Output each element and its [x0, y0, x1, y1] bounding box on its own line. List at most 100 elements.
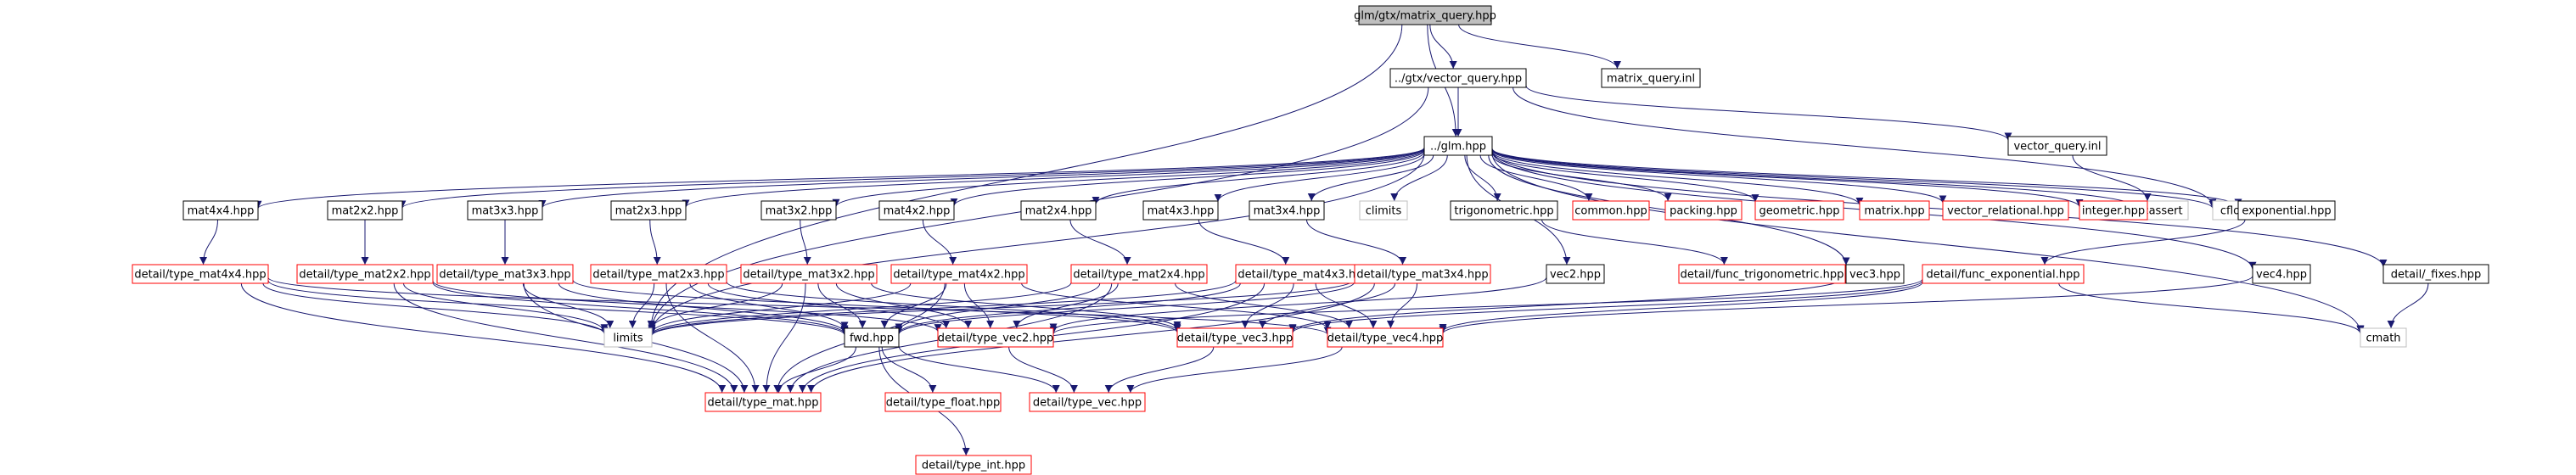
node-mat4x3-hpp[interactable]: mat4x3.hpp — [1142, 200, 1219, 221]
edge-glm_hpp-to-mat2x2_hpp — [398, 147, 1425, 209]
node-vec3-hpp[interactable]: vec3.hpp — [1845, 264, 1905, 284]
node-type-mat4x3[interactable]: detail/type_mat4x3.hpp — [1235, 264, 1372, 284]
node-label-mat3x4-hpp: mat3x4.hpp — [1254, 205, 1321, 218]
node-geometric-hpp[interactable]: geometric.hpp — [1754, 200, 1844, 221]
node-matrix-hpp[interactable]: matrix.hpp — [1859, 200, 1930, 221]
node-integer-hpp[interactable]: integer.hpp — [2079, 200, 2148, 221]
edge-glm_hpp-to-cfloat — [1491, 148, 2217, 210]
node-box-type-mat4x4 — [132, 264, 269, 284]
edge-fwd_hpp-to-type_vec — [898, 345, 1060, 394]
node-packing-hpp[interactable]: packing.hpp — [1664, 200, 1743, 221]
node-type-mat4x4[interactable]: detail/type_mat4x4.hpp — [132, 264, 269, 284]
node-fixes-hpp[interactable]: detail/_fixes.hpp — [2382, 264, 2489, 284]
node-common-hpp[interactable]: common.hpp — [1572, 200, 1650, 221]
node-func-trigonometric[interactable]: detail/func_trigonometric.hpp — [1678, 264, 1846, 284]
node-label-type-mat2x3: detail/type_mat2x3.hpp — [592, 269, 724, 282]
node-label-vec4-hpp: vec4.hpp — [2256, 269, 2307, 282]
node-box-packing-hpp — [1664, 200, 1743, 221]
node-fwd-hpp[interactable]: fwd.hpp — [844, 327, 900, 348]
node-box-type-mat3x3 — [436, 264, 574, 284]
edge-vec2_hpp-to-type_vec2 — [1049, 277, 1547, 332]
node-matrix-query-inl[interactable]: matrix_query.inl — [1601, 68, 1701, 88]
node-label-type-vec: detail/type_vec.hpp — [1033, 397, 1142, 410]
node-label-type-mat3x3: detail/type_mat3x3.hpp — [439, 269, 570, 282]
node-root[interactable]: glm/gtx/matrix_query.hpp — [1354, 5, 1496, 25]
edge-type_mat2x2-to-limits — [402, 282, 609, 332]
edge-glm_hpp-to-cmath — [1491, 153, 2365, 333]
edge-func_exponential-to-type_vec4 — [1439, 282, 1923, 332]
node-box-cmath — [2360, 327, 2407, 348]
node-vec2-hpp[interactable]: vec2.hpp — [1546, 264, 1605, 284]
edge-glm_hpp-to-fixes_hpp — [1491, 150, 2388, 267]
node-exponential-hpp[interactable]: exponential.hpp — [2237, 200, 2336, 221]
node-mat2x3-hpp[interactable]: mat2x3.hpp — [610, 200, 687, 221]
node-label-type-mat2x2: detail/type_mat2x2.hpp — [299, 269, 430, 282]
node-type-mat2x2[interactable]: detail/type_mat2x2.hpp — [296, 264, 434, 284]
node-type-mat3x4[interactable]: detail/type_mat3x4.hpp — [1354, 264, 1491, 284]
node-label-mat2x4-hpp: mat2x4.hpp — [1025, 205, 1092, 218]
node-type-int[interactable]: detail/type_int.hpp — [915, 455, 1032, 475]
edge-root-to-vector_query_hpp — [1429, 24, 1457, 70]
node-box-type-mat2x2 — [296, 264, 434, 284]
node-box-type-mat3x4 — [1354, 264, 1491, 284]
node-type-mat2x3[interactable]: detail/type_mat2x3.hpp — [590, 264, 727, 284]
edge-glm_hpp-to-trigonometric_hpp — [1464, 154, 1501, 202]
node-trigonometric-hpp[interactable]: trigonometric.hpp — [1450, 200, 1558, 221]
node-label-vector-relational-hpp: vector_relational.hpp — [1947, 205, 2064, 218]
node-mat3x4-hpp[interactable]: mat3x4.hpp — [1249, 200, 1325, 221]
dependency-edges — [199, 24, 2429, 456]
node-label-mat2x2-hpp: mat2x2.hpp — [332, 205, 399, 218]
node-type-float[interactable]: detail/type_float.hpp — [884, 392, 1002, 412]
edge-fwd_hpp-to-type_float — [881, 346, 937, 394]
node-mat3x2-hpp[interactable]: mat3x2.hpp — [760, 200, 837, 221]
node-type-vec4[interactable]: detail/type_vec4.hpp — [1327, 327, 1444, 348]
edge-type_vec4-to-type_vec — [1126, 346, 1343, 394]
node-type-mat4x2[interactable]: detail/type_mat4x2.hpp — [890, 264, 1028, 284]
node-mat4x2-hpp[interactable]: mat4x2.hpp — [878, 200, 955, 221]
node-mat4x4-hpp[interactable]: mat4x4.hpp — [182, 200, 259, 221]
node-type-mat3x2[interactable]: detail/type_mat3x2.hpp — [740, 264, 878, 284]
node-glm-hpp[interactable]: ../glm.hpp — [1423, 136, 1493, 156]
node-type-mat2x4[interactable]: detail/type_mat2x4.hpp — [1070, 264, 1208, 284]
node-vec4-hpp[interactable]: vec4.hpp — [2252, 264, 2311, 284]
node-vector-query-inl[interactable]: vector_query.inl — [2007, 136, 2107, 156]
node-mat2x4-hpp[interactable]: mat2x4.hpp — [1020, 200, 1097, 221]
node-label-trigonometric-hpp: trigonometric.hpp — [1454, 205, 1553, 218]
node-cassert: cassert — [2136, 200, 2189, 221]
node-box-vector-query-hpp — [1389, 68, 1527, 88]
edge-type_mat2x3-to-type_mat — [665, 282, 760, 394]
node-mat3x3-hpp[interactable]: mat3x3.hpp — [467, 200, 543, 221]
node-type-vec[interactable]: detail/type_vec.hpp — [1029, 392, 1146, 412]
node-type-vec3[interactable]: detail/type_vec3.hpp — [1176, 327, 1294, 348]
node-box-integer-hpp — [2079, 200, 2148, 221]
node-type-mat[interactable]: detail/type_mat.hpp — [704, 392, 822, 412]
edge-fixes_hpp-to-cmath — [2387, 282, 2429, 329]
node-type-vec2[interactable]: detail/type_vec2.hpp — [937, 327, 1054, 348]
node-func-exponential[interactable]: detail/func_exponential.hpp — [1922, 264, 2085, 284]
edge-glm_hpp-to-vector_relational_hpp — [1491, 149, 1947, 204]
node-box-type-vec — [1029, 392, 1146, 412]
node-box-mat3x3-hpp — [467, 200, 543, 221]
edge-type_mat3x2-to-type_vec3 — [871, 282, 1181, 330]
node-box-vec3-hpp — [1845, 264, 1905, 284]
node-label-mat2x3-hpp: mat2x3.hpp — [615, 205, 682, 218]
edge-type_mat3x2-to-limits — [648, 282, 783, 330]
node-vector-query-hpp[interactable]: ../gtx/vector_query.hpp — [1389, 68, 1527, 88]
header-nodes: glm/gtx/matrix_query.hpp ../gtx/vector_qu… — [132, 5, 2489, 475]
edge-type_mat4x4-to-type_mat — [240, 282, 727, 394]
node-limits: limits — [603, 327, 653, 348]
node-type-mat3x3[interactable]: detail/type_mat3x3.hpp — [436, 264, 574, 284]
node-label-type-vec3: detail/type_vec3.hpp — [1177, 332, 1293, 345]
node-box-type-mat3x2 — [740, 264, 878, 284]
node-label-type-mat: detail/type_mat.hpp — [707, 397, 818, 410]
edge-type_mat3x4-to-type_vec3 — [1258, 282, 1396, 329]
node-box-trigonometric-hpp — [1450, 200, 1558, 221]
edge-mat2x3_hpp-to-type_mat2x3 — [649, 219, 661, 265]
edge-vector_query_hpp-to-cfloat — [1512, 87, 2217, 207]
node-label-limits: limits — [613, 332, 643, 345]
node-box-func-trigonometric — [1678, 264, 1846, 284]
node-mat2x2-hpp[interactable]: mat2x2.hpp — [327, 200, 403, 221]
node-label-vec3-hpp: vec3.hpp — [1849, 269, 1900, 282]
node-vector-relational-hpp[interactable]: vector_relational.hpp — [1942, 200, 2069, 221]
node-label-type-mat3x2: detail/type_mat3x2.hpp — [743, 269, 874, 282]
